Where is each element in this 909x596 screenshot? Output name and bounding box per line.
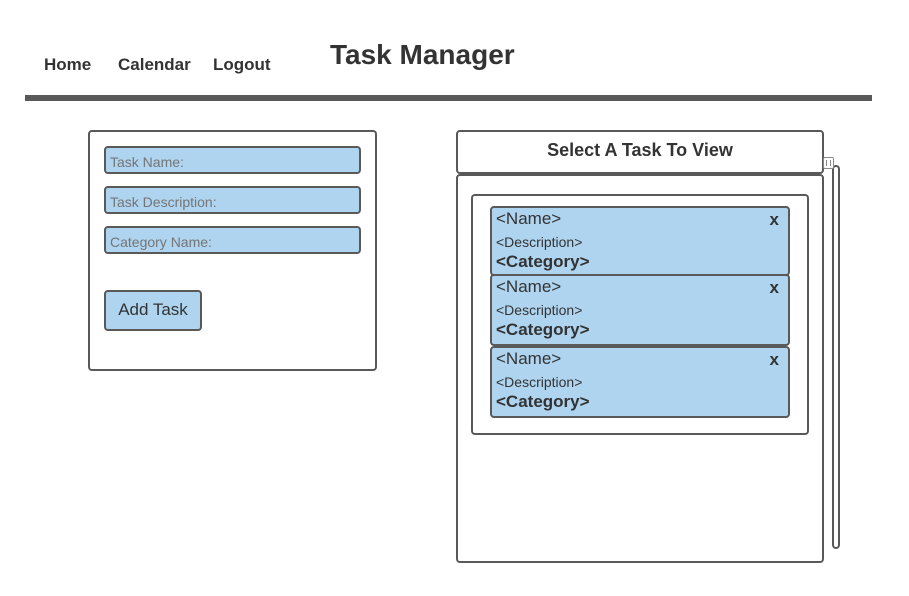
nav-home-link[interactable]: Home [44,55,92,74]
task-name: <Name> [496,349,562,368]
task-name-input[interactable] [104,146,361,174]
task-description: <Description> [496,302,583,318]
add-task-button[interactable]: Add Task [104,290,202,331]
task-name: <Name> [496,277,562,296]
task-card[interactable]: <Name> x <Description> <Category> [490,274,790,346]
delete-task-button[interactable]: x [769,350,779,369]
delete-task-button[interactable]: x [769,278,779,297]
task-description: <Description> [496,374,583,390]
scrollbar-track[interactable] [832,165,840,549]
nav-logout-link[interactable]: Logout [213,55,271,74]
nav-calendar-link[interactable]: Calendar [118,55,191,74]
task-card[interactable]: <Name> x <Description> <Category> [490,206,790,276]
delete-task-button[interactable]: x [769,210,779,229]
task-name: <Name> [496,209,562,228]
page-title: Task Manager [330,39,515,70]
task-category: <Category> [496,252,590,271]
task-card[interactable]: <Name> x <Description> <Category> [490,346,790,418]
header-divider [25,95,872,101]
task-description-input[interactable] [104,186,361,214]
category-name-input[interactable] [104,226,361,254]
scrollbar-thumb[interactable] [823,157,834,169]
task-description: <Description> [496,234,583,250]
task-category: <Category> [496,392,590,411]
task-view-header: Select A Task To View [456,130,824,174]
task-category: <Category> [496,320,590,339]
